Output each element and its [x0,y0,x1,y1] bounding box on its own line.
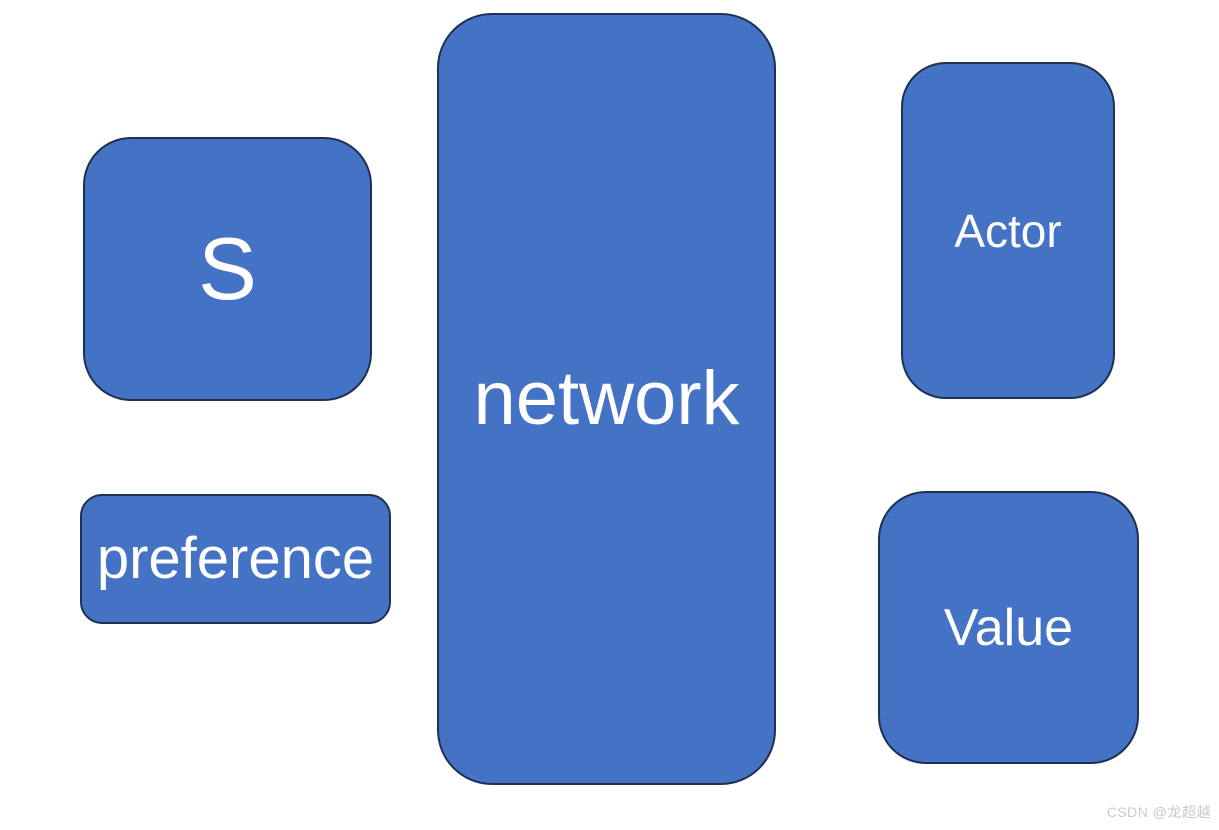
node-network: network [437,13,776,785]
node-actor-label: Actor [954,204,1062,257]
csdn-watermark: CSDN @龙超越 [1106,804,1211,820]
node-value: Value [878,491,1139,764]
node-preference-label: preference [96,526,375,591]
node-preference: preference [80,494,391,624]
node-value-label: Value [943,598,1074,657]
node-s: S [83,137,372,401]
node-s-label: S [198,219,257,318]
node-actor: Actor [901,62,1115,399]
node-network-label: network [473,356,740,441]
